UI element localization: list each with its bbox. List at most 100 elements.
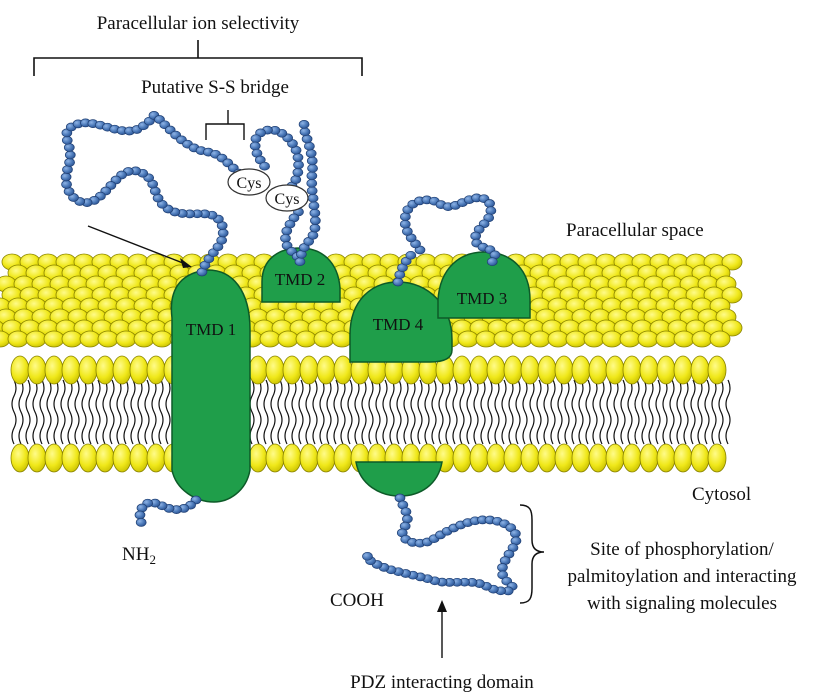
lipid-head bbox=[78, 443, 98, 473]
lipid-tail bbox=[130, 379, 136, 445]
lipid-head bbox=[95, 443, 115, 473]
lipid-tail bbox=[298, 379, 304, 445]
tmd1-shape bbox=[170, 269, 251, 503]
lipid-tail bbox=[256, 379, 262, 445]
amino-acid-bead bbox=[62, 165, 73, 174]
lipid-tail bbox=[473, 379, 479, 445]
amino-acid-bead bbox=[486, 257, 498, 267]
amino-acid-bead bbox=[64, 158, 75, 167]
lipid-head bbox=[146, 355, 166, 385]
lipid-tail bbox=[368, 379, 374, 445]
amino-acid-bead bbox=[402, 227, 413, 236]
lipid-tail bbox=[585, 379, 591, 445]
lipid-head bbox=[333, 443, 353, 473]
amino-acid-bead bbox=[306, 156, 318, 166]
ss-bridge-bracket bbox=[205, 110, 245, 140]
lipid-head bbox=[44, 443, 64, 473]
lipid-tail bbox=[403, 379, 409, 445]
lipid-head bbox=[637, 330, 659, 348]
amino-acid-bead bbox=[216, 235, 228, 245]
lipid-head bbox=[520, 443, 540, 473]
lipid-head bbox=[282, 443, 302, 473]
lipid-tail bbox=[53, 379, 59, 445]
lipid-tail bbox=[578, 379, 584, 445]
lipid-tail bbox=[158, 379, 164, 445]
lipid-head bbox=[529, 330, 551, 348]
lipid-tail bbox=[438, 379, 444, 445]
lipid-head bbox=[537, 443, 557, 473]
lipid-head bbox=[691, 330, 713, 348]
lipid-tail bbox=[592, 379, 598, 445]
lipid-tail bbox=[382, 379, 388, 445]
lipid-head bbox=[44, 355, 64, 385]
amino-acid-bead bbox=[400, 507, 412, 517]
lipid-head bbox=[493, 330, 515, 348]
lipid-head bbox=[565, 330, 587, 348]
lipid-head bbox=[511, 330, 533, 348]
lipid-head bbox=[452, 443, 472, 473]
lipid-head bbox=[316, 355, 336, 385]
lipid-tail bbox=[291, 379, 297, 445]
lipid-tail bbox=[319, 379, 325, 445]
pdz-arrow bbox=[437, 600, 447, 658]
cys2-oval bbox=[265, 184, 309, 212]
lipid-tail bbox=[613, 379, 619, 445]
amino-acid-bead bbox=[485, 206, 497, 216]
lipid-tail bbox=[557, 379, 563, 445]
amino-acid-bead bbox=[307, 230, 319, 240]
lipid-head bbox=[709, 330, 731, 348]
lipid-head bbox=[520, 355, 540, 385]
peptide-chains bbox=[60, 111, 522, 596]
tmd3-label: TMD 3 bbox=[457, 289, 508, 308]
amino-acid-bead bbox=[61, 180, 72, 189]
lipid-head bbox=[79, 330, 101, 348]
lipid-tail bbox=[25, 379, 31, 445]
lipid-head bbox=[259, 330, 281, 348]
cytosol-label: Cytosol bbox=[692, 484, 751, 505]
lipid-tail bbox=[655, 379, 661, 445]
lipid-tail bbox=[32, 379, 38, 445]
lipid-head bbox=[299, 355, 319, 385]
lipid-tail bbox=[144, 379, 150, 445]
amino-acid-bead bbox=[307, 163, 318, 173]
lipid-tail bbox=[396, 379, 402, 445]
lipid-tail bbox=[704, 379, 710, 445]
lipid-tail bbox=[116, 379, 122, 445]
lipid-tail bbox=[669, 379, 675, 445]
lipid-tail bbox=[81, 379, 87, 445]
lipid-head bbox=[151, 330, 173, 348]
lipid-head bbox=[571, 443, 591, 473]
lipid-head bbox=[265, 355, 285, 385]
lipid-head bbox=[554, 355, 574, 385]
lipid-tail bbox=[347, 379, 353, 445]
lipid-head bbox=[619, 330, 641, 348]
lipid-head bbox=[78, 355, 98, 385]
lipid-tail bbox=[333, 379, 339, 445]
lipid-head bbox=[486, 443, 506, 473]
amino-acid-bead bbox=[281, 226, 293, 236]
nh2-label: NH2 bbox=[122, 544, 156, 567]
tmd-group bbox=[170, 247, 531, 503]
lipid-tail bbox=[697, 379, 703, 445]
lipid-head bbox=[588, 443, 608, 473]
lipid-head bbox=[43, 330, 65, 348]
lipid-tail bbox=[501, 379, 507, 445]
lipid-tail bbox=[95, 379, 101, 445]
lipid-tail bbox=[424, 379, 430, 445]
lipid-head bbox=[27, 355, 47, 385]
lipid-head bbox=[61, 330, 83, 348]
amino-acid-bead bbox=[249, 141, 261, 151]
lipid-tail bbox=[354, 379, 360, 445]
lipid-tail bbox=[326, 379, 332, 445]
lipid-head bbox=[457, 330, 479, 348]
amino-acid-bead bbox=[136, 503, 148, 513]
amino-acid-bead bbox=[63, 143, 75, 152]
lipid-head bbox=[265, 443, 285, 473]
lipid-tail bbox=[690, 379, 696, 445]
lipid-tail bbox=[683, 379, 689, 445]
lipid-tail bbox=[375, 379, 381, 445]
lipid-bilayer bbox=[10, 355, 731, 473]
lipid-head bbox=[655, 330, 677, 348]
lipid-tail bbox=[606, 379, 612, 445]
lipid-head bbox=[115, 330, 137, 348]
